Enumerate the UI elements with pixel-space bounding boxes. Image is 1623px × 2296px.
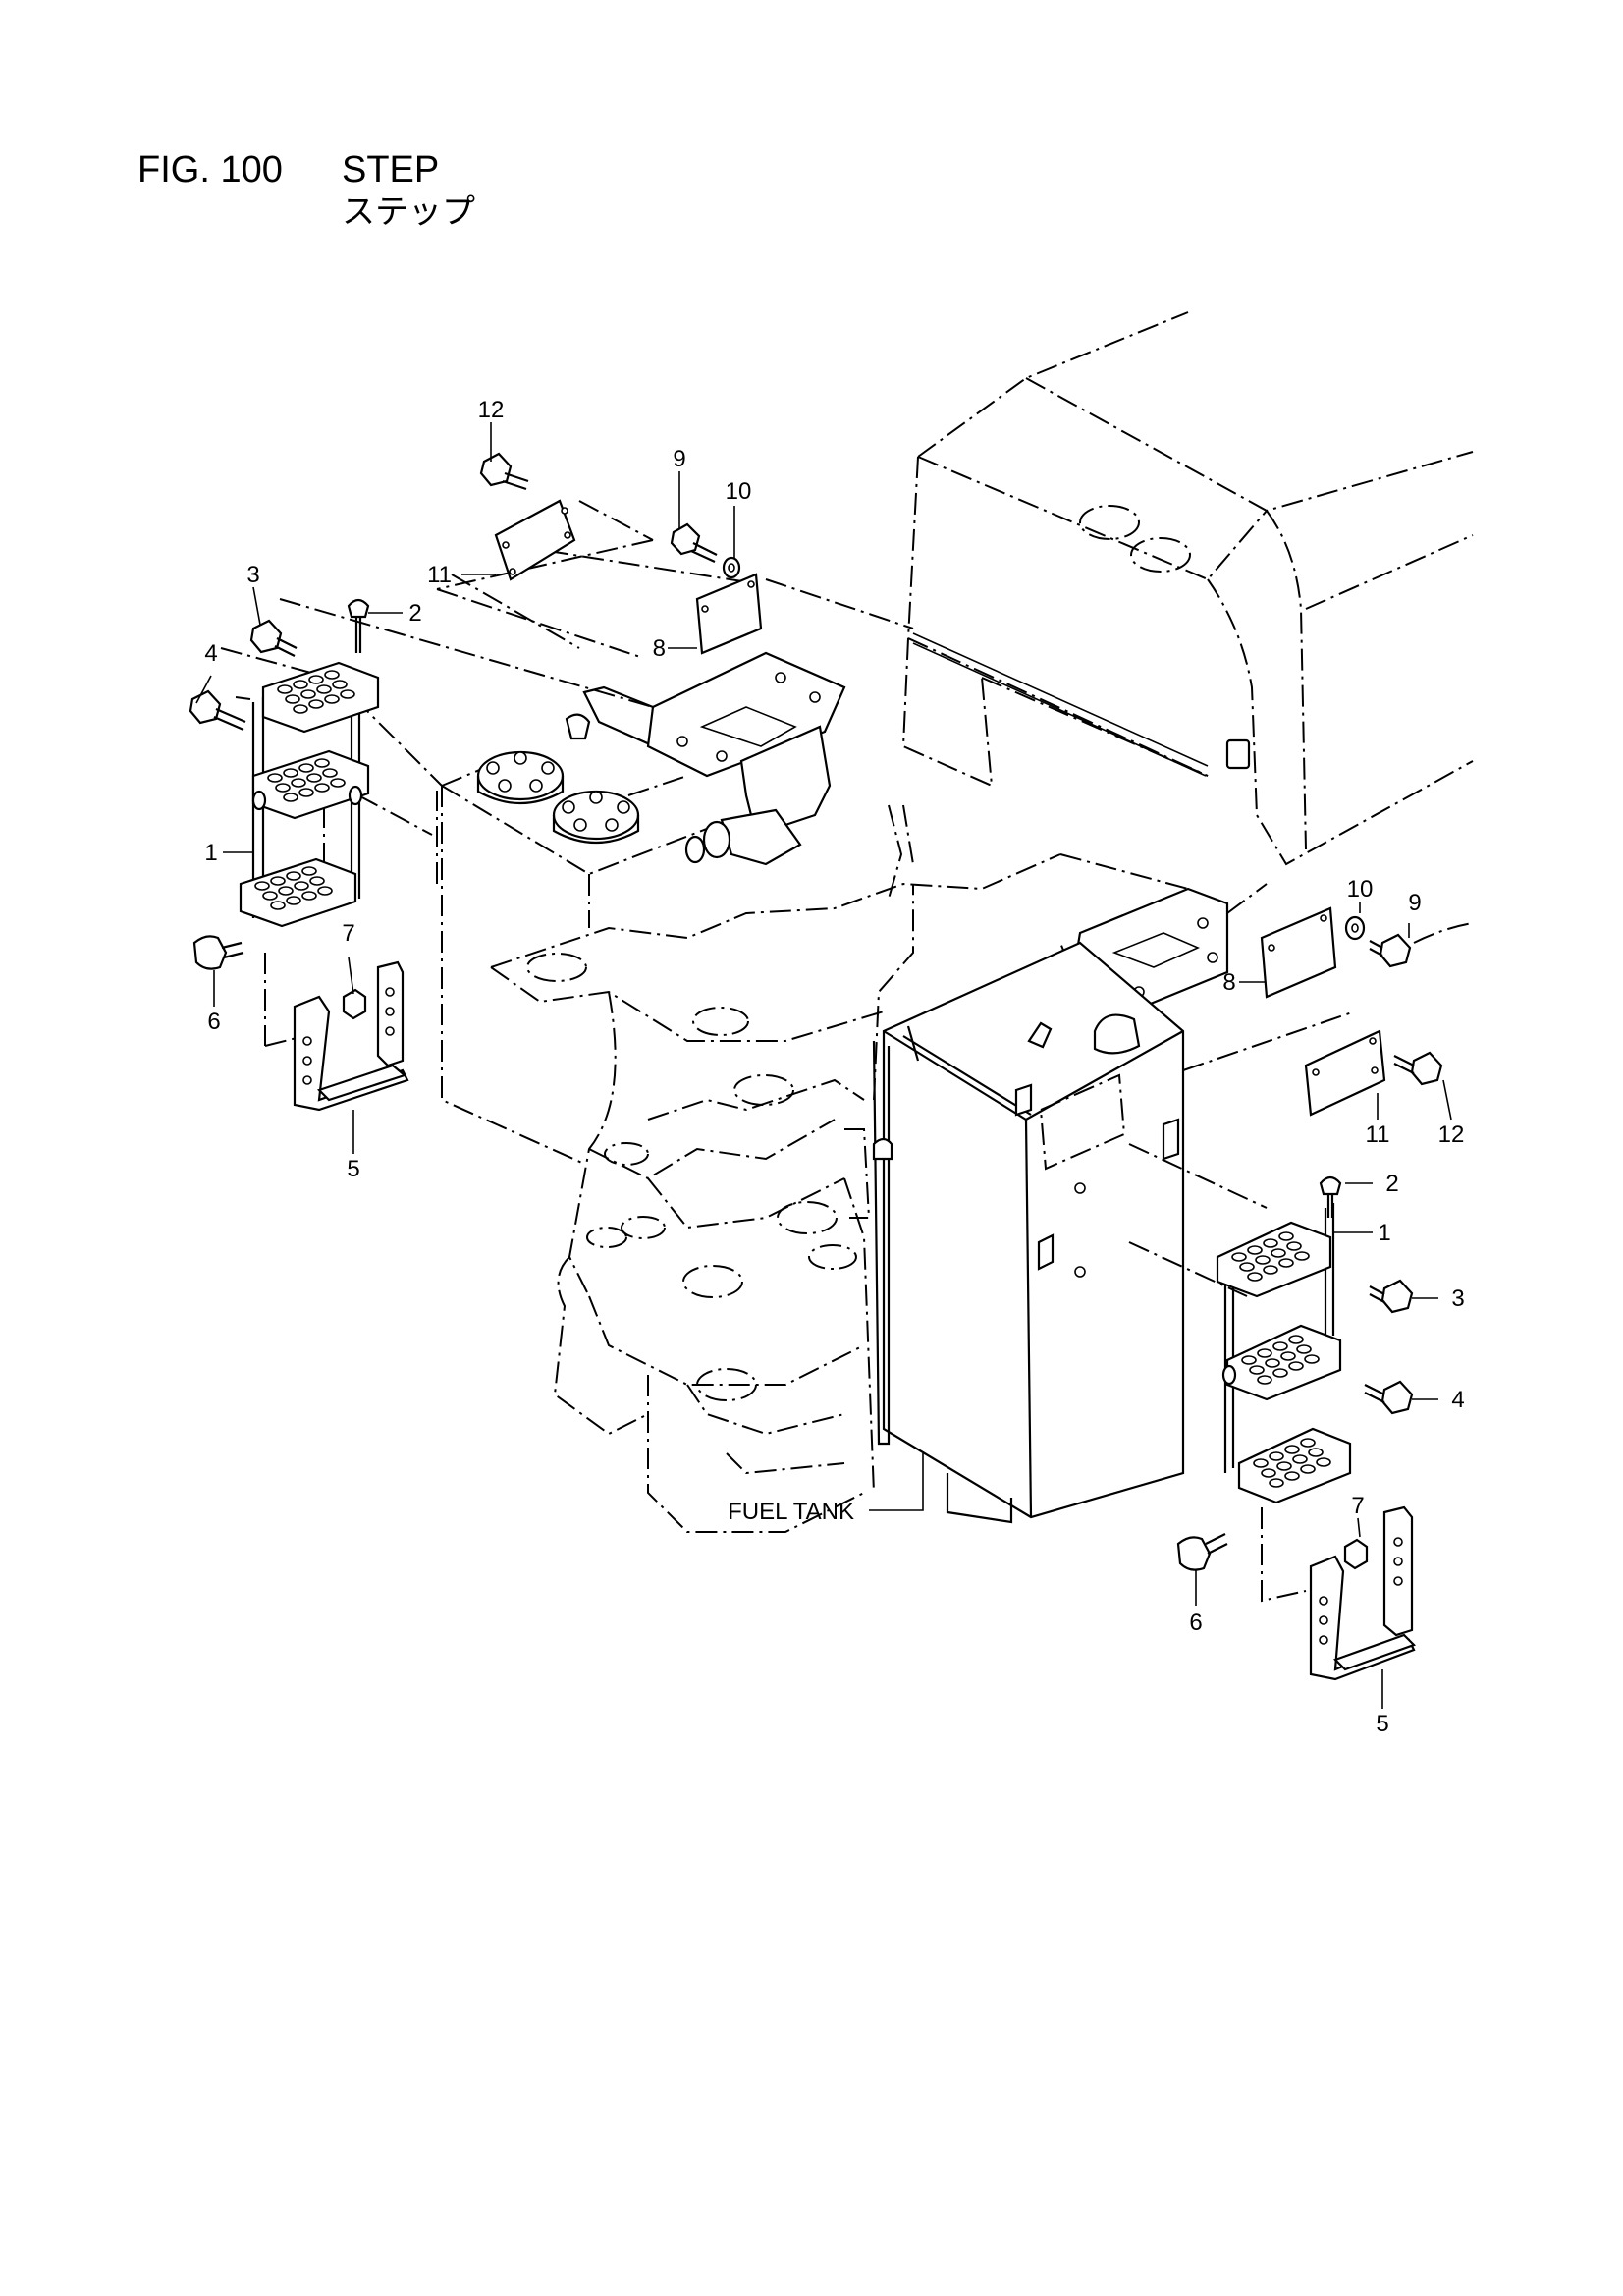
left-bolt-9 [670, 522, 701, 556]
left-bolt-12 [479, 452, 513, 487]
right-step-tread-top [1216, 1221, 1332, 1298]
fuel-tank-label: FUEL TANK [728, 1499, 854, 1525]
hood-latch [1225, 738, 1251, 770]
callout-right-2: 2 [1385, 1171, 1398, 1197]
right-step-assembly [1128, 883, 1417, 1681]
right-bolt-4 [1380, 1380, 1414, 1415]
figure-title-text: STEP [342, 149, 440, 191]
callout-labels: 12 9 10 11 8 3 2 4 1 7 6 5 10 9 8 11 12 … [204, 397, 1464, 1737]
left-step-tread-bottom [239, 857, 357, 928]
breather [565, 713, 591, 740]
right-cap-2 [1319, 1175, 1342, 1196]
callout-right-6: 6 [1189, 1610, 1202, 1636]
right-nut-7 [1343, 1538, 1369, 1570]
callout-left-5: 5 [347, 1156, 359, 1182]
callout-right-4: 4 [1451, 1387, 1464, 1413]
callout-left-4: 4 [204, 640, 217, 667]
callout-right-3: 3 [1451, 1285, 1464, 1312]
mount-plate-upper [646, 651, 846, 778]
callout-right-7: 7 [1351, 1493, 1364, 1519]
callout-left-1: 1 [204, 840, 217, 866]
callout-left-9: 9 [673, 446, 685, 472]
right-step-tread-bottom [1237, 1427, 1352, 1504]
figure-number: FIG. 100 [137, 149, 283, 191]
left-step-assembly [189, 539, 762, 1112]
left-bolt-6 [192, 935, 228, 970]
right-bolt-9 [1379, 933, 1412, 968]
callout-right-9: 9 [1408, 890, 1421, 916]
engine-hood [901, 311, 1474, 866]
callout-right-10: 10 [1347, 876, 1374, 902]
callout-right-5: 5 [1376, 1711, 1388, 1737]
callout-left-2: 2 [408, 600, 421, 627]
fuel-cap [1093, 1013, 1141, 1055]
bracket-column [739, 725, 832, 837]
fuel-tank [872, 941, 1185, 1524]
callout-right-12: 12 [1438, 1121, 1465, 1148]
right-bolt-12 [1410, 1051, 1443, 1086]
leader-lines [195, 422, 1452, 1709]
valve-block [720, 808, 802, 866]
left-plate-11 [494, 499, 576, 581]
callout-right-11: 11 [1366, 1121, 1390, 1148]
fuel-tank-body [882, 941, 1185, 1519]
callout-left-12: 12 [478, 397, 505, 423]
left-cap-2 [347, 598, 370, 619]
callout-right-1: 1 [1378, 1220, 1390, 1246]
right-plate-8 [1260, 906, 1337, 999]
left-step-tread-top [261, 661, 380, 734]
main-frame [490, 804, 1219, 1533]
callout-right-8: 8 [1222, 969, 1235, 996]
right-bolt-6 [1176, 1536, 1212, 1571]
left-tread-holes [254, 670, 355, 910]
right-top-plates [1260, 906, 1474, 1117]
left-nut-7 [342, 988, 367, 1020]
callout-left-3: 3 [246, 562, 259, 588]
callout-left-10: 10 [726, 478, 752, 505]
center-bracket [646, 651, 1229, 1018]
callout-left-6: 6 [207, 1009, 220, 1035]
callout-left-7: 7 [342, 920, 354, 947]
right-bolt-3 [1380, 1279, 1414, 1314]
left-plate-8 [695, 573, 763, 655]
callout-left-11: 11 [427, 562, 452, 588]
right-tread-holes [1231, 1231, 1331, 1488]
right-plate-11 [1304, 1029, 1386, 1117]
right-step-tread-middle [1225, 1324, 1342, 1401]
left-top-plates [479, 452, 914, 655]
figure-subtitle: ステップ [342, 192, 475, 232]
callout-left-8: 8 [653, 635, 666, 662]
figure-title: FIG. 100 STEP [137, 149, 439, 191]
